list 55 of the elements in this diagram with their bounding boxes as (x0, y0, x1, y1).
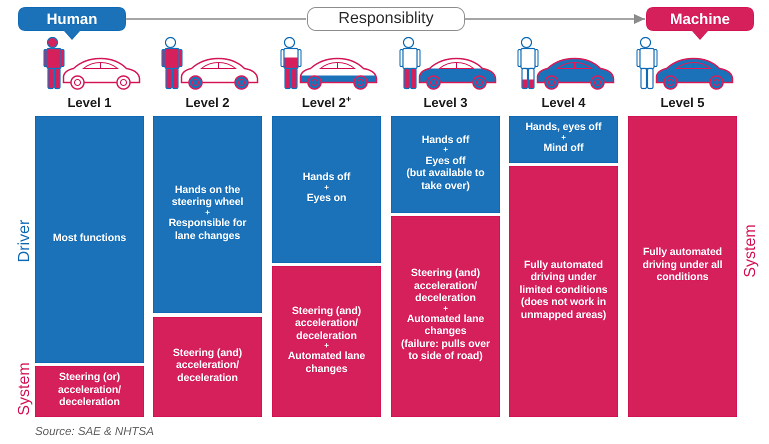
level-label: Level 1 (67, 95, 112, 110)
bubble-label: Machine (670, 10, 730, 28)
level-label: Level 4 (541, 95, 586, 110)
panel-text: Hands off (302, 171, 350, 184)
connector-line (126, 18, 306, 20)
level-label: Level 2$^{+}$ (302, 95, 352, 110)
task-panel (272, 266, 381, 417)
panel-text: Steering (or) acceleration/ deceleration (57, 371, 122, 409)
level-label: Level 5 (660, 95, 705, 110)
plus-sign: + (205, 208, 210, 218)
panel-text: (but available to take over) (405, 167, 486, 192)
plus-sign: + (561, 134, 566, 142)
panel-text: Responsible for lane changes (168, 217, 248, 242)
task-panel (509, 116, 618, 163)
panel-text: Hands, eyes off (525, 121, 602, 134)
plus-sign: + (324, 184, 329, 192)
speech-bubble (646, 7, 754, 40)
task-panel (628, 116, 737, 417)
level-label: Level 3 (423, 95, 468, 110)
task-panel (35, 366, 144, 417)
label-pill (307, 7, 465, 31)
panel-text: Steering (and) acceleration/ deceleration (410, 267, 482, 305)
row-label: Driver (16, 220, 34, 262)
panel-text: Steering (and) acceleration/ deceleration (172, 346, 244, 384)
plus-sign: + (443, 304, 448, 313)
panel-text: Mind off (543, 142, 584, 155)
speech-bubble (18, 7, 126, 40)
task-panel (35, 116, 144, 363)
source-note: Source: SAE & NHTSA (35, 426, 154, 438)
panel-text: Most functions (52, 232, 126, 244)
task-panel (272, 116, 381, 263)
panel-text: Hands off (422, 134, 470, 146)
panel-text: Hands on the steering wheel (170, 184, 244, 209)
level-label: Level 2 (185, 95, 230, 110)
panel-text: Eyes on (306, 192, 346, 205)
bubble-label: Human (46, 10, 98, 28)
panel-text: Steering (and) acceleration/ deceleration (290, 304, 362, 342)
panel-text: Eyes off (425, 154, 466, 168)
plus-sign: + (324, 342, 329, 350)
panel-text: Automated lane changes (406, 313, 486, 338)
panel-text: (failure: pulls over to side of road) (400, 338, 492, 362)
plus-sign: + (443, 146, 448, 155)
task-panel (153, 317, 262, 417)
panel-text: Automated lane changes (286, 350, 366, 376)
task-panel (391, 216, 500, 417)
arrow (465, 14, 645, 24)
task-panel (391, 116, 500, 213)
task-panel (509, 166, 618, 417)
pill-text: Responsiblity (338, 10, 434, 28)
panel-text: Fully automated driving under limited conditions (518, 259, 609, 296)
panel-text: (does not work in unmapped areas) (520, 296, 608, 321)
task-panel (153, 116, 262, 313)
panel-text: Fully automated driving under all conditions (642, 246, 724, 284)
row-label: System (742, 224, 760, 278)
row-label: System (16, 362, 34, 416)
